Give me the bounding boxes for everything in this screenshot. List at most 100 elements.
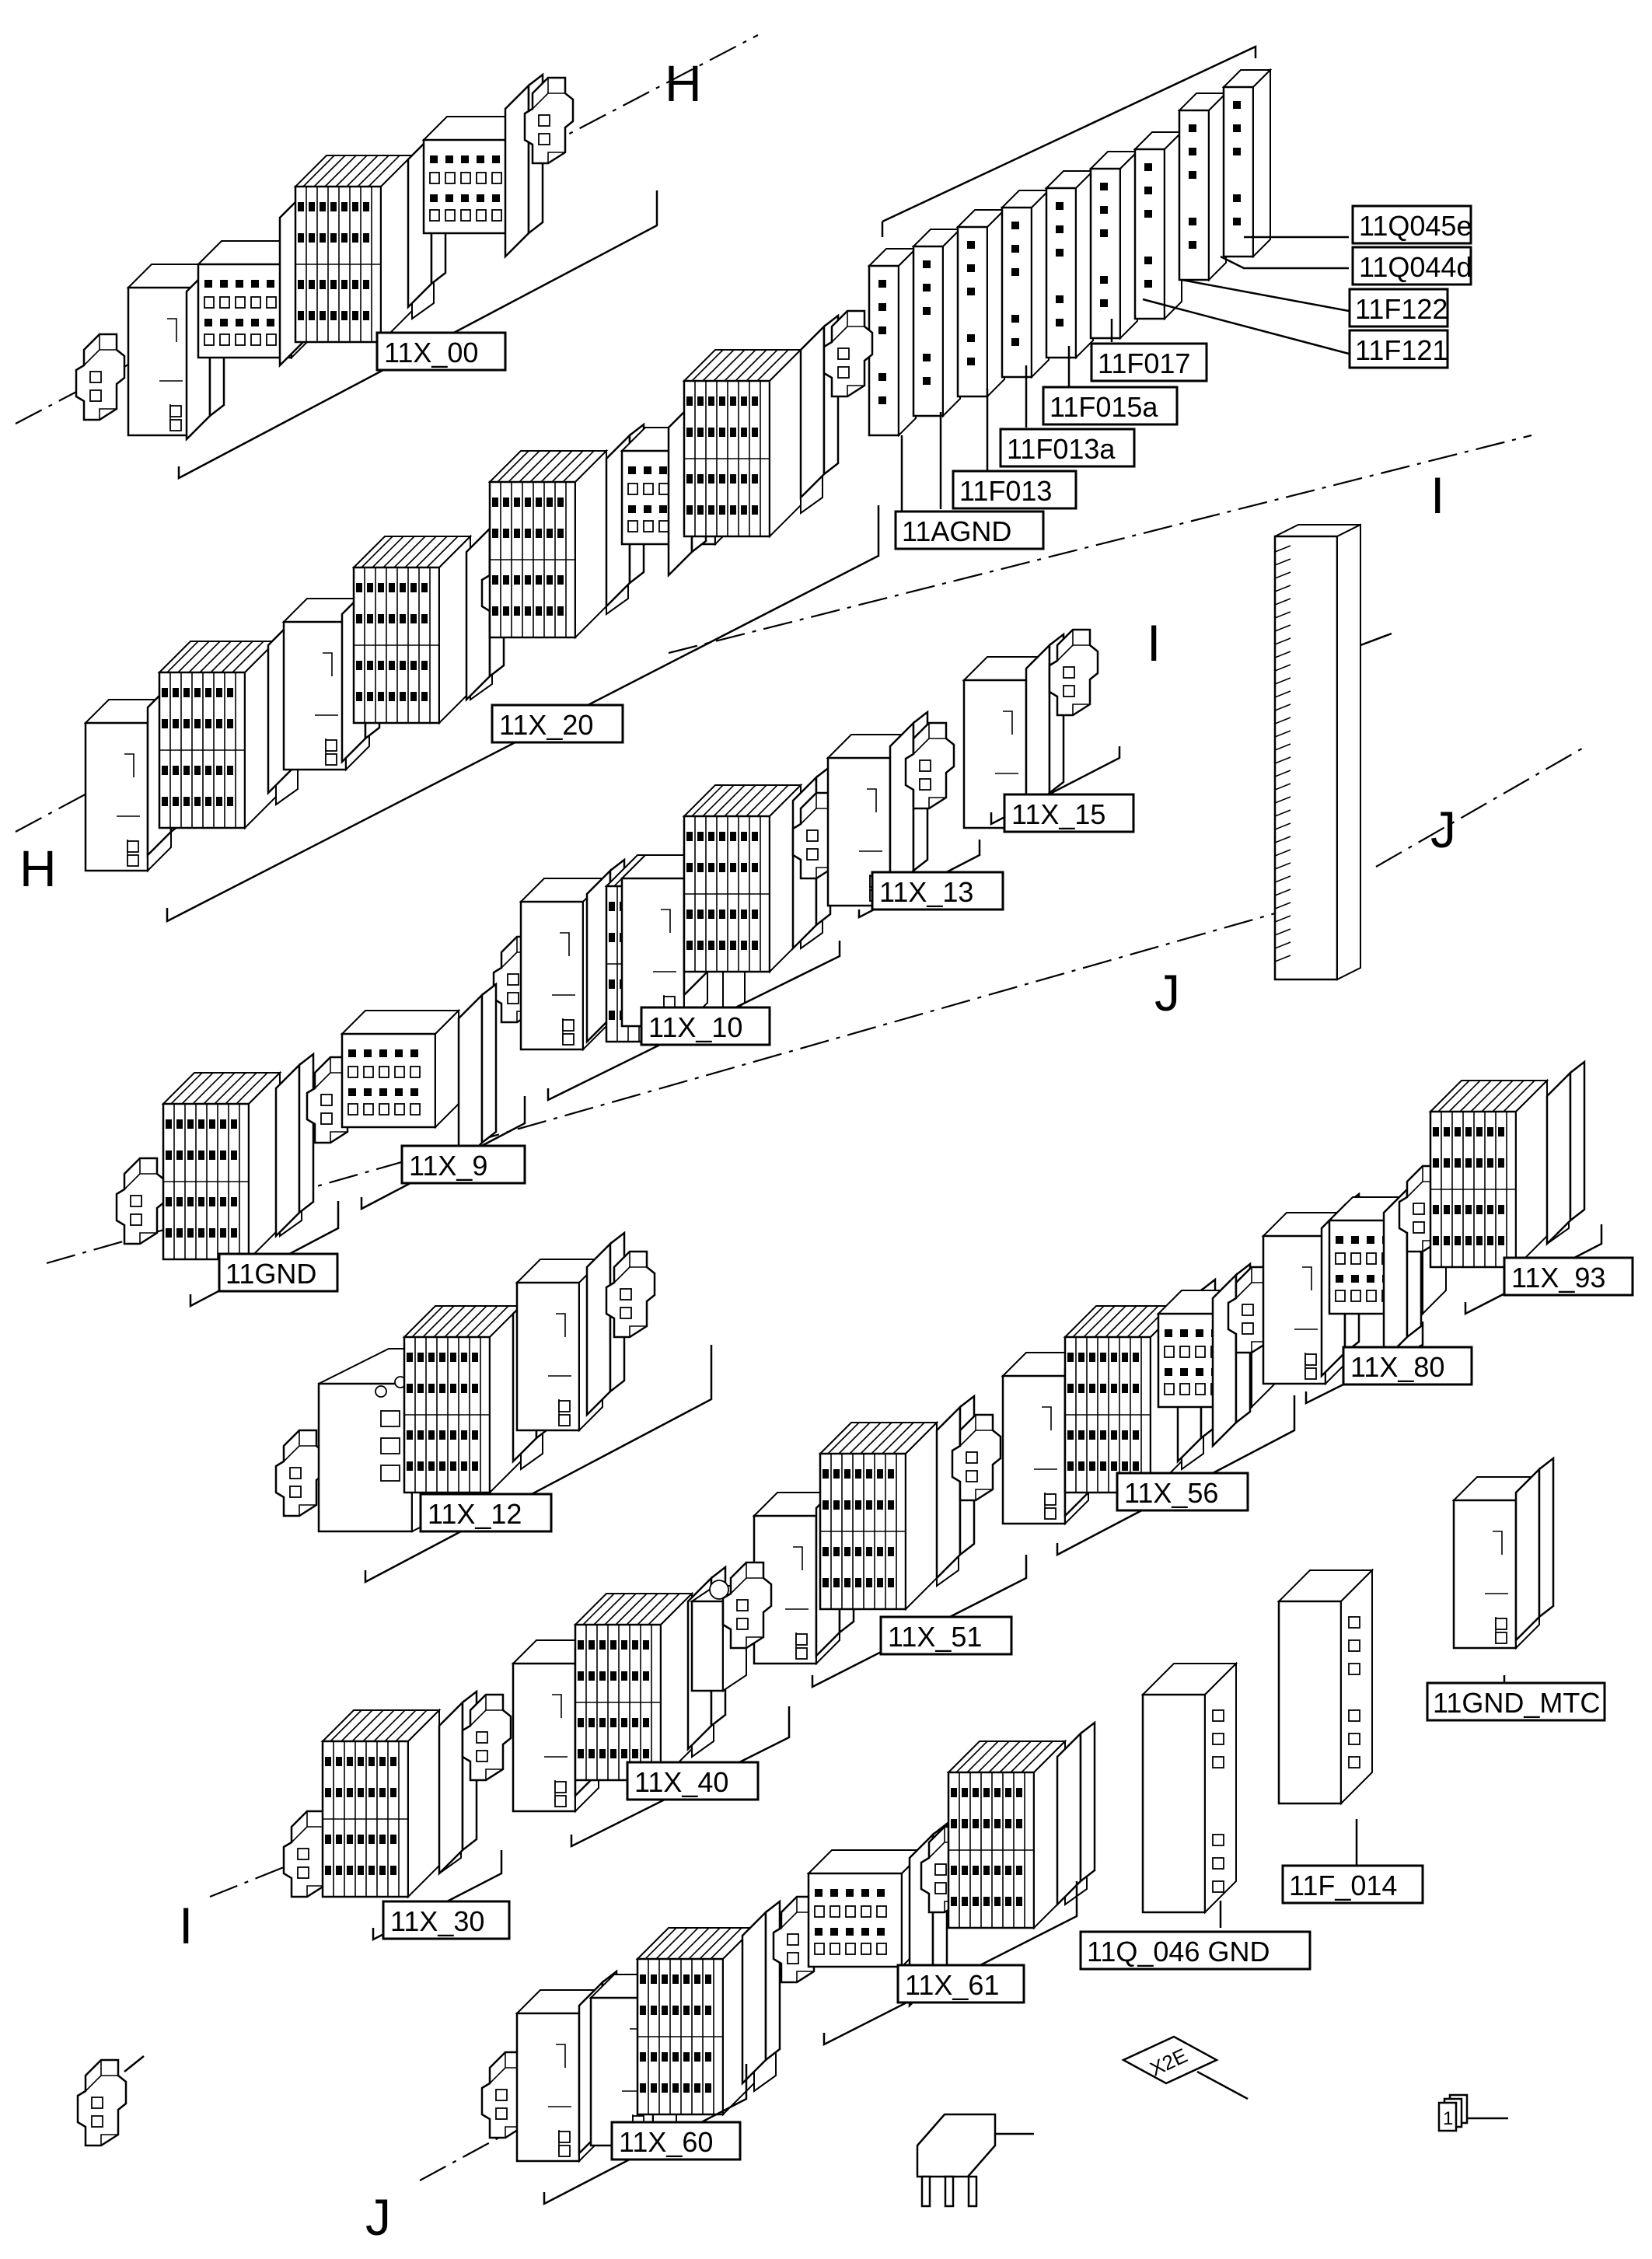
- duct-slot: [1274, 862, 1291, 870]
- label-11gnd-mtc: 11GND_MTC: [1426, 1681, 1606, 1722]
- label-11x-61-text: 11X_61: [905, 1969, 999, 2001]
- label-11x-20-text: 11X_20: [499, 709, 593, 741]
- slim-terminal: [1222, 68, 1272, 258]
- assembly-standalone-parts: [1140, 1457, 1555, 1915]
- label-11q044d-text: 11Q044d: [1359, 251, 1472, 283]
- duct-slot: [1274, 664, 1291, 672]
- label-11x-10: 11X_10: [640, 1006, 771, 1046]
- label-11agnd-text: 11AGND: [902, 515, 1011, 547]
- duct-slot: [1274, 836, 1291, 843]
- label-11x-00: 11X_00: [375, 331, 507, 372]
- cable-duct: [1273, 523, 1392, 981]
- label-11f017-text: 11F017: [1098, 347, 1190, 379]
- duct-slot: [1274, 611, 1291, 619]
- duct-slot: [1274, 690, 1291, 698]
- label-11x-15: 11X_15: [1003, 793, 1135, 833]
- end-plate: [274, 1053, 315, 1238]
- label-11gnd: 11GND: [218, 1252, 339, 1293]
- label-11f122: 11F122: [1348, 288, 1449, 328]
- duct-slot: [1274, 796, 1291, 804]
- duct-slot: [1274, 928, 1291, 936]
- slim-terminal: [1001, 189, 1050, 379]
- label-11f013a-text: 11F013a: [1007, 433, 1116, 465]
- duct-slot: [1274, 704, 1291, 711]
- label-11x-51-text: 11X_51: [888, 1621, 982, 1653]
- label-11x-93-text: 11X_93: [1511, 1262, 1605, 1294]
- assembly-11x-12: [274, 1231, 713, 1584]
- section-markers: H H I I I J J J: [19, 54, 1456, 2246]
- small-parts: X2E 1: [76, 2035, 1508, 2208]
- label-11x-93: 11X_93: [1503, 1256, 1634, 1297]
- duct-slot: [1274, 770, 1291, 777]
- end-clamp: [115, 1157, 166, 1245]
- duct-slot: [1274, 941, 1291, 949]
- jumper-bridge: [916, 2113, 1034, 2208]
- axis-i-upper: [668, 434, 1532, 655]
- label-11gnd-mtc-text: 11GND_MTC: [1433, 1687, 1600, 1719]
- label-11x-40: 11X_40: [626, 1761, 760, 1801]
- label-11q-046-gnd: 11Q_046 GND: [1079, 1930, 1311, 1971]
- duct-slot: [1274, 756, 1291, 764]
- label-11x-56: 11X_56: [1116, 1472, 1249, 1512]
- label-11x-80-text: 11X_80: [1350, 1351, 1444, 1383]
- assembly-11x-10-15: [492, 628, 1121, 1102]
- label-11x-80: 11X_80: [1342, 1346, 1473, 1386]
- duct-slot: [1274, 637, 1291, 645]
- section-h-top: H: [665, 54, 702, 112]
- end-plate: [457, 983, 498, 1168]
- end-clamp: [75, 333, 126, 421]
- slim-terminal: [1133, 131, 1183, 320]
- duct-slot: [1274, 677, 1291, 685]
- marker-tag-text: 1: [1443, 2108, 1453, 2129]
- label-11q045e-text: 11Q045e: [1359, 210, 1472, 242]
- bracket-11x-12: [364, 1345, 713, 1584]
- section-i-bottom: I: [179, 1897, 193, 1954]
- end-clamp: [721, 1561, 773, 1650]
- label-11f013: 11F013: [952, 470, 1077, 510]
- slim-terminal: [1045, 169, 1095, 359]
- duct-slot: [1274, 598, 1291, 606]
- duct-slot: [1274, 915, 1291, 923]
- spare-end-clamp: [76, 2058, 127, 2147]
- marker-x2e: X2E: [1121, 2035, 1249, 2100]
- slim-terminal: [956, 208, 1006, 398]
- assembly-11x-00: [75, 73, 658, 480]
- label-11q-046-gnd-text: 11Q_046 GND: [1087, 1936, 1270, 1967]
- disconnect-11q046: [1140, 1661, 1238, 1915]
- duct-slot: [1274, 955, 1291, 962]
- bracket-11x-15: [990, 746, 1121, 826]
- label-leaders: [900, 236, 1506, 1928]
- duct-slot: [1274, 558, 1291, 566]
- fuse-block: [807, 1849, 927, 1968]
- duct-slot: [1274, 730, 1291, 738]
- label-11x-30: 11X_30: [382, 1900, 511, 1940]
- label-11x-56-text: 11X_56: [1124, 1477, 1218, 1509]
- end-plate: [1514, 1457, 1555, 1642]
- label-11x-10-text: 11X_10: [648, 1011, 742, 1043]
- label-11x-13-text: 11X_13: [879, 876, 973, 908]
- duct-slot: [1274, 585, 1291, 592]
- label-11f122-text: 11F122: [1355, 293, 1448, 325]
- label-11f121-text: 11F121: [1355, 334, 1448, 366]
- label-11x-12-text: 11X_12: [428, 1498, 522, 1530]
- section-h-left: H: [19, 840, 57, 897]
- duct-slot: [1274, 889, 1291, 896]
- duct-slot: [1274, 624, 1291, 632]
- axis-i-lower: [209, 1864, 288, 1898]
- section-j-right: J: [1430, 801, 1456, 858]
- duct-slot: [1274, 849, 1291, 857]
- designation-labels: 11X_00 11Q045e 11Q044d 11F122 11F121 11F…: [218, 204, 1634, 2161]
- label-11x-9-text: 11X_9: [409, 1150, 487, 1182]
- label-11f013-text: 11F013: [959, 475, 1052, 507]
- label-11x-60: 11X_60: [610, 2121, 742, 2161]
- bracket-right-column: [881, 45, 1257, 237]
- marker-tag-stack: 1: [1437, 2093, 1508, 2132]
- duct-slot: [1274, 902, 1291, 910]
- label-11f017: 11F017: [1090, 342, 1208, 382]
- section-j-mid: J: [1154, 964, 1180, 1021]
- assembly-right-column: [868, 45, 1272, 437]
- duct-slot: [1274, 545, 1291, 553]
- slim-terminal: [912, 228, 962, 417]
- slim-terminal: [1089, 150, 1139, 340]
